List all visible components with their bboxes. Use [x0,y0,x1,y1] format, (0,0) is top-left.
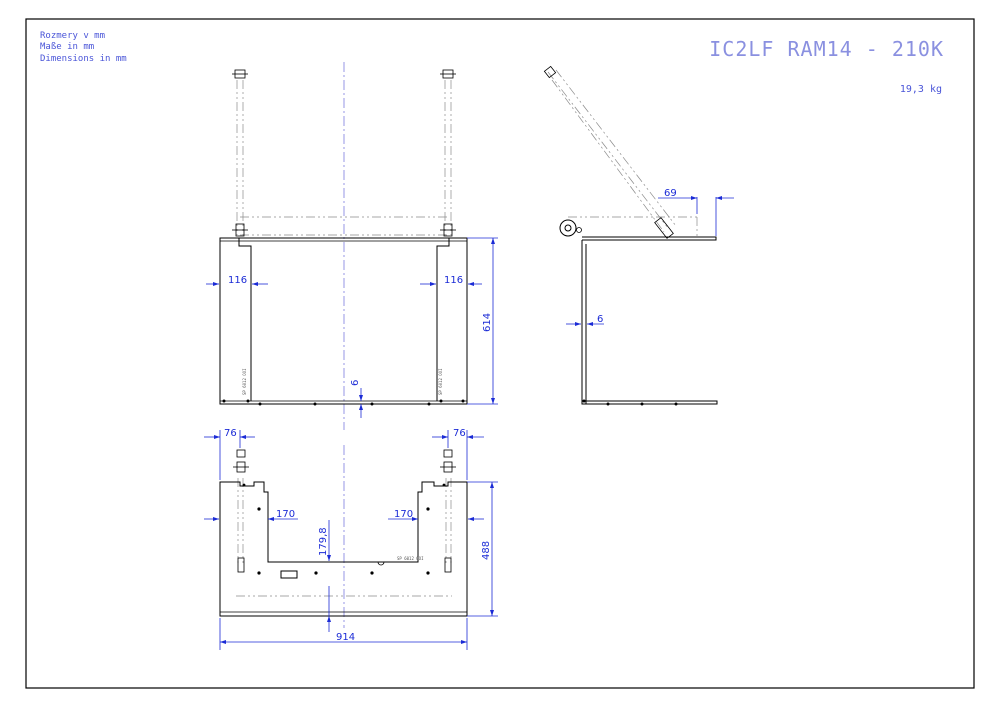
svg-text:116: 116 [444,275,463,286]
side-hole [582,399,586,403]
svg-text:76: 76 [453,428,466,439]
front-hole [313,402,317,406]
front-hole [461,399,465,403]
svg-text:76: 76 [224,428,237,439]
top-hole [442,483,446,487]
front-right-rod-end [440,69,456,79]
units-note-cz: Rozmery v mm [40,31,105,41]
front-left-part-tag: SP 6012 OOI [242,368,247,395]
side-phantom-lid-a [547,71,669,229]
top-left-hinge-fitting [237,557,245,573]
top-body-outline [219,481,468,617]
top-hole [257,507,261,511]
dim-top-left-edge: 76 [204,428,255,480]
side-hole [674,402,678,406]
svg-text:179,8: 179,8 [318,527,329,556]
front-right-hinge [440,223,456,237]
side-bottom-plate [582,400,718,405]
top-right-rod-end [440,449,456,473]
side-phantom-lid-c [551,79,665,233]
dim-front-right-flange: 116 [420,275,482,286]
dim-front-height: 614 [467,237,498,405]
top-view: SP 6012 OOI 76 76 170 [204,428,498,650]
side-rod-end [543,65,557,79]
front-view: SP 6012 OOI SP 6012 OOI 116 116 614 [206,62,498,430]
dim-top-depth: 488 [467,481,498,617]
top-part-tag: SP 6012 OOI [397,556,424,561]
front-left-flange [238,238,252,401]
top-notch-detail [377,561,385,566]
top-hole [426,507,430,511]
units-note-en: Dimensions in mm [40,54,127,64]
svg-text:116: 116 [228,275,247,286]
side-lid-plate [582,236,717,241]
side-hinge-block [654,217,674,239]
dim-top-right-inset: 170 [388,509,484,521]
dim-side-offset: 69 [658,188,734,236]
front-left-rod-end [232,69,248,79]
side-hole [606,402,610,406]
front-right-part-tag: SP 6012 OOI [438,368,443,395]
side-wall [581,240,587,405]
front-hole [427,402,431,406]
weight-label: 19,3 kg [900,84,942,95]
svg-text:914: 914 [336,632,355,643]
front-right-flange [436,238,450,401]
dim-top-right-edge: 76 [432,428,484,480]
side-hole [640,402,644,406]
svg-text:6: 6 [350,380,361,386]
front-hole [370,402,374,406]
top-hole [257,571,261,575]
front-hole [246,399,250,403]
top-hole [314,571,318,575]
svg-text:170: 170 [276,509,295,520]
top-hole [426,571,430,575]
dim-front-bottom-thickness: 6 [350,380,363,418]
side-phantom-lid-b [555,69,677,227]
side-pivot-small [576,227,582,233]
dim-side-thickness: 6 [566,314,604,326]
svg-text:69: 69 [664,188,677,199]
dim-top-width: 914 [219,618,468,650]
svg-text:170: 170 [394,509,413,520]
drawing-title: IC2LF RAM14 - 210K [709,37,944,61]
front-hole [222,399,226,403]
front-left-hinge [232,223,248,237]
dim-front-left-flange: 116 [206,275,268,286]
top-label-plate [280,570,298,579]
side-pivot-inner [564,224,572,232]
front-hole [258,402,262,406]
front-body-outline [219,237,468,405]
svg-text:6: 6 [597,314,603,325]
drawing-frame [25,18,975,689]
front-hole [439,399,443,403]
svg-text:488: 488 [481,541,492,560]
svg-text:614: 614 [482,313,493,332]
dim-top-inner-depth: 179,8 [318,520,331,632]
side-view: 69 6 [543,65,734,406]
top-hole [370,571,374,575]
top-right-hinge-fitting [444,557,452,573]
units-note-de: Maße in mm [40,42,94,52]
top-hole [242,483,246,487]
top-left-rod-end [233,449,249,473]
side-pivot-outer [559,219,577,237]
dim-top-left-inset: 170 [204,509,298,521]
